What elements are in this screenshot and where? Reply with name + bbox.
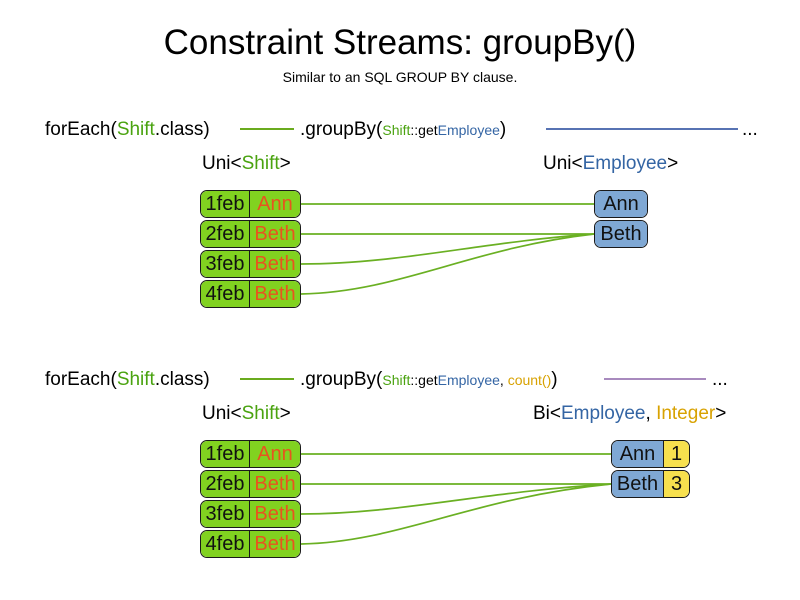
shift-employee: Beth — [250, 251, 300, 277]
shift-node[interactable]: 4feb Beth — [200, 280, 301, 308]
type-right-generic-1: Employee — [582, 153, 668, 174]
code-mapper-prop: Employee — [437, 372, 500, 388]
shift-date: 3feb — [201, 251, 250, 277]
code-foreach-suffix: .class) — [154, 119, 210, 140]
employee-node[interactable]: Beth — [594, 220, 648, 248]
type-label-left-2: Uni<Shift> — [202, 402, 291, 425]
shift-date: 4feb — [201, 281, 250, 307]
code-groupby-prefix: .groupBy( — [300, 119, 383, 140]
type-left-outer-2: Uni< — [202, 403, 242, 424]
edge-4feb-beth — [300, 233, 595, 295]
type-label-right-1: Uni<Employee> — [543, 152, 678, 175]
type-right-close-1: > — [667, 153, 679, 174]
code-collector-sep: , — [499, 372, 508, 388]
employee-count: 1 — [664, 441, 689, 467]
code-groupby-suffix: ) — [499, 119, 507, 140]
shift-date: 4feb — [201, 531, 250, 557]
shift-date: 2feb — [201, 221, 250, 247]
type-right-outer-2: Bi< — [533, 403, 561, 424]
code-foreach-type: Shift — [116, 119, 155, 140]
type-left-outer-1: Uni< — [202, 153, 242, 174]
type-left-close-1: > — [279, 153, 291, 174]
code-foreach-type: Shift — [116, 369, 155, 390]
shift-employee: Ann — [250, 191, 300, 217]
employee-count-node[interactable]: Ann 1 — [611, 440, 690, 468]
code-foreach-prefix: forEach( — [45, 369, 117, 390]
edge-3feb-beth — [300, 233, 595, 265]
employee-node[interactable]: Ann — [594, 190, 648, 218]
code-groupby-suffix: ) — [551, 369, 558, 390]
shift-node[interactable]: 2feb Beth — [200, 220, 301, 248]
type-left-generic-1: Shift — [241, 153, 280, 174]
code-groupby-call-2: .groupBy(Shift::getEmployee, count()) — [300, 368, 558, 392]
code-mapper-class: Shift — [382, 122, 411, 138]
employee-name: Beth — [612, 471, 664, 497]
employee-name: Ann — [595, 191, 647, 217]
employee-name: Ann — [612, 441, 664, 467]
shift-node[interactable]: 1feb Ann — [200, 440, 301, 468]
shift-node[interactable]: 3feb Beth — [200, 500, 301, 528]
code-foreach-prefix: forEach( — [45, 119, 117, 140]
type-label-left-1: Uni<Shift> — [202, 152, 291, 175]
employee-count-node[interactable]: Beth 3 — [611, 470, 690, 498]
shift-node[interactable]: 4feb Beth — [200, 530, 301, 558]
shift-node[interactable]: 2feb Beth — [200, 470, 301, 498]
type-right-close-2: > — [715, 403, 727, 424]
type-right-generic2-2: Integer — [656, 403, 716, 424]
code-foreach-suffix: .class) — [154, 369, 210, 390]
code-mapper-prop: Employee — [437, 122, 500, 138]
type-right-outer-1: Uni< — [543, 153, 583, 174]
type-right-sep-2: , — [645, 403, 657, 424]
page-title: Constraint Streams: groupBy() — [163, 23, 637, 62]
page-subtitle: Similar to an SQL GROUP BY clause. — [282, 69, 518, 85]
code-line-groupby-count: forEach(Shift.class) — [45, 368, 210, 392]
edge-4feb-beth-2 — [300, 483, 612, 545]
code-mapper-sep: ::get — [410, 122, 438, 138]
code-collector-count: count() — [507, 372, 552, 388]
shift-date: 3feb — [201, 501, 250, 527]
shift-employee: Beth — [250, 501, 300, 527]
shift-node[interactable]: 1feb Ann — [200, 190, 301, 218]
shift-node[interactable]: 3feb Beth — [200, 250, 301, 278]
shift-date: 1feb — [201, 191, 250, 217]
type-left-generic-2: Shift — [241, 403, 280, 424]
shift-employee: Beth — [250, 281, 300, 307]
code-mapper-sep: ::get — [410, 372, 438, 388]
code-line-groupby-plain: forEach(Shift.class) — [45, 118, 210, 142]
shift-employee: Beth — [250, 471, 300, 497]
employee-name: Beth — [595, 221, 647, 247]
shift-date: 1feb — [201, 441, 250, 467]
code-ellipsis-1: ... — [742, 119, 758, 140]
code-groupby-prefix: .groupBy( — [300, 369, 383, 390]
edge-3feb-beth-2 — [300, 483, 612, 515]
shift-employee: Ann — [250, 441, 300, 467]
shift-employee: Beth — [250, 221, 300, 247]
shift-employee: Beth — [250, 531, 300, 557]
code-mapper-class: Shift — [382, 372, 411, 388]
type-left-close-2: > — [279, 403, 291, 424]
employee-count: 3 — [664, 471, 689, 497]
code-ellipsis-2: ... — [712, 369, 728, 390]
code-groupby-call-1: .groupBy(Shift::getEmployee) — [300, 118, 506, 142]
type-label-right-2: Bi<Employee, Integer> — [533, 402, 726, 425]
shift-date: 2feb — [201, 471, 250, 497]
type-right-generic-2: Employee — [561, 403, 646, 424]
